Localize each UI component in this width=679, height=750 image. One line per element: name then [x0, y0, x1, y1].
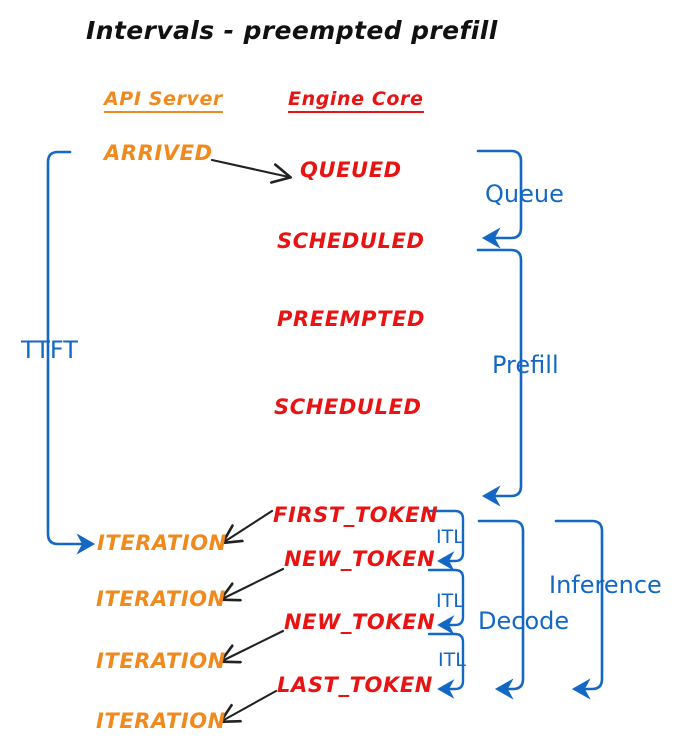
interval-label-prefill: Prefill: [492, 351, 559, 379]
interval-label-inference: Inference: [549, 571, 662, 599]
event-first-token: FIRST_TOKEN: [273, 503, 439, 527]
arrow-first-token-to-iteration: [224, 509, 274, 542]
event-iteration-4: ITERATION: [96, 709, 226, 733]
interval-label-itl-1: ITL: [436, 526, 464, 548]
arrow-last-token-to-iteration-4: [222, 689, 278, 721]
arrow-arrived-to-queued: [210, 158, 289, 177]
interval-label-decode: Decode: [478, 607, 570, 635]
itl-bracket-2: [427, 568, 465, 635]
interval-label-ttft: TTFT: [21, 336, 78, 364]
prefill-bracket: [476, 248, 523, 507]
itl-bracket-1: [427, 509, 465, 571]
event-iteration-1: ITERATION: [97, 531, 227, 555]
interval-label-queue: Queue: [485, 180, 564, 208]
arrow-new-token-to-iteration-3: [222, 629, 285, 661]
event-scheduled-1: SCHEDULED: [277, 229, 425, 253]
column-header-api-server: API Server: [104, 90, 223, 113]
event-iteration-3: ITERATION: [96, 649, 226, 673]
event-preempted: PREEMPTED: [277, 307, 426, 331]
itl-bracket-3: [427, 632, 465, 699]
page-title: Intervals - preempted prefill: [86, 16, 498, 45]
arrow-new-token-to-iteration-2: [222, 567, 285, 599]
inference-bracket: [554, 519, 604, 700]
interval-label-itl-2: ITL: [436, 590, 464, 612]
ttft-bracket: [46, 150, 96, 555]
column-header-engine-core: Engine Core: [288, 90, 424, 113]
event-scheduled-2: SCHEDULED: [274, 395, 422, 419]
decode-bracket: [477, 519, 525, 700]
event-arrived: ARRIVED: [104, 141, 213, 165]
interval-label-itl-3: ITL: [438, 649, 466, 671]
queue-bracket: [476, 149, 523, 249]
event-queued: QUEUED: [300, 158, 402, 182]
event-new-token-1: NEW_TOKEN: [284, 547, 436, 571]
event-iteration-2: ITERATION: [96, 587, 226, 611]
event-last-token: LAST_TOKEN: [277, 673, 433, 697]
event-new-token-2: NEW_TOKEN: [284, 610, 436, 634]
